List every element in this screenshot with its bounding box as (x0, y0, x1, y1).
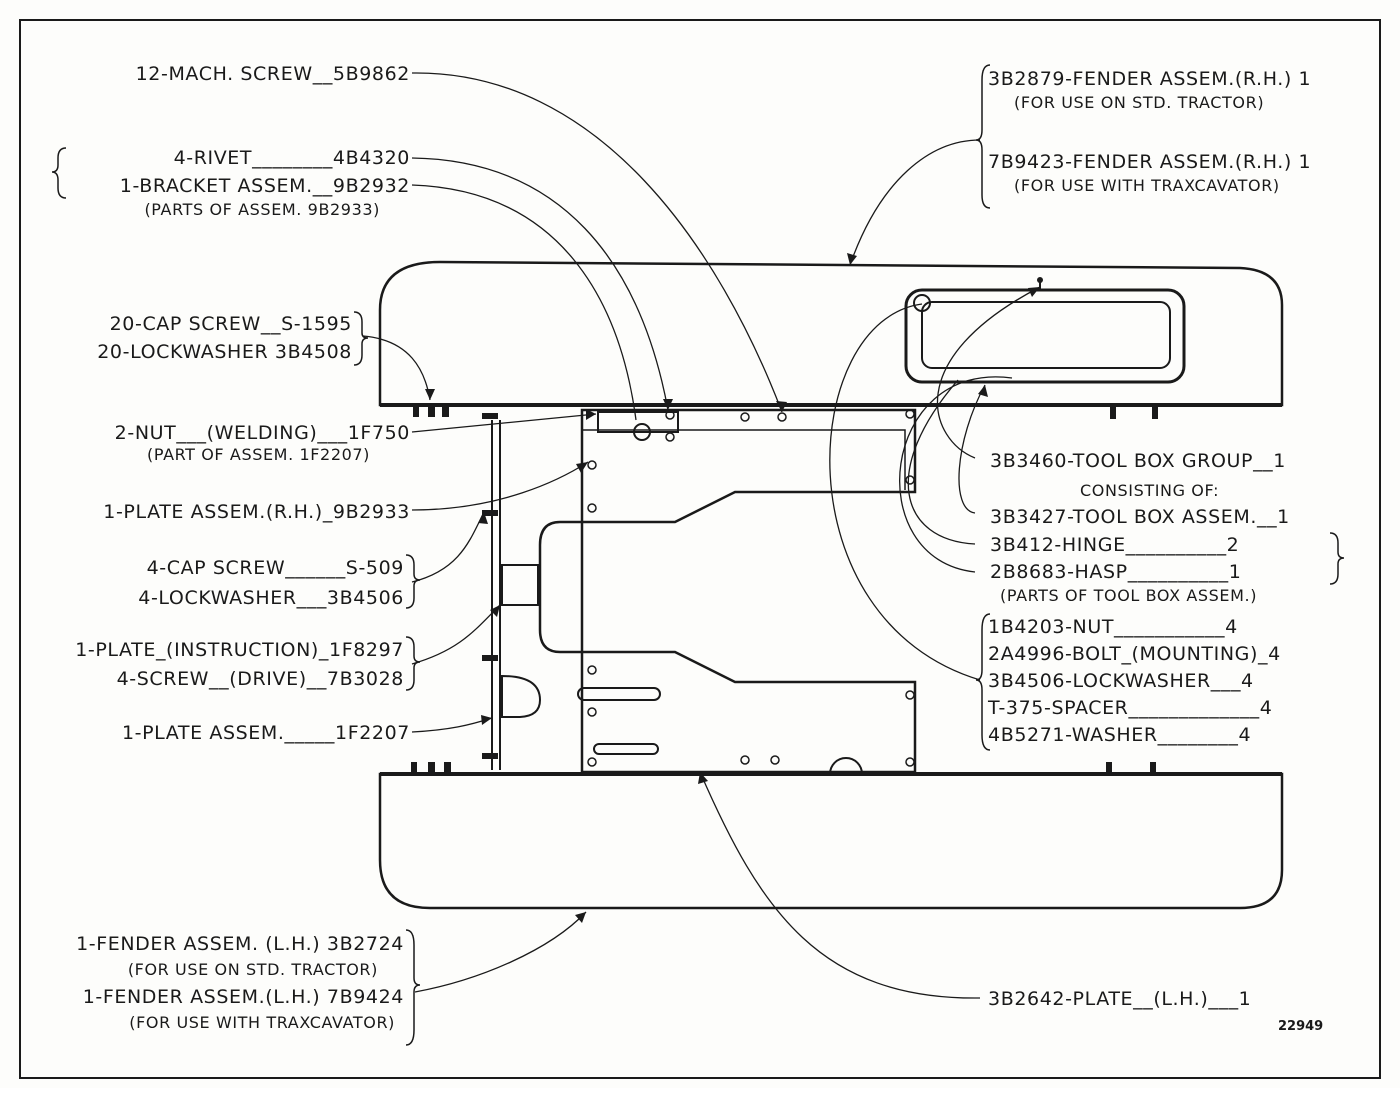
label-screw-drive: 4-SCREW__(DRIVE)__7B3028 (117, 668, 404, 690)
instruction-plate (501, 564, 539, 606)
arrowheads (425, 253, 1040, 923)
label-rivet: 4-RIVET________4B4320 (174, 147, 410, 169)
label-lockwasher-4b: 3B4506-LOCKWASHER___4 (988, 670, 1254, 692)
label-fender-rh-trax-note: (FOR USE WITH TRAXCAVATOR) (1014, 176, 1280, 195)
braces (51, 64, 1345, 1046)
label-tool-box-group: 3B3460-TOOL BOX GROUP__1 (990, 450, 1286, 472)
label-bolt-4: 2A4996-BOLT_(MOUNTING)_4 (988, 643, 1281, 665)
label-nut-welding: 2-NUT___(WELDING)___1F750 (115, 422, 410, 444)
label-nut-4: 1B4203-NUT___________4 (988, 616, 1238, 638)
label-consisting: CONSISTING OF: (1080, 481, 1219, 500)
plate-assembly (482, 408, 917, 775)
label-hasp: 2B8683-HASP__________1 (990, 561, 1241, 583)
label-plate-rh: 1-PLATE ASSEM.(R.H.)_9B2933 (103, 501, 410, 523)
label-plate-lh: 3B2642-PLATE__(L.H.)___1 (988, 988, 1251, 1010)
label-hinge: 3B412-HINGE__________2 (990, 534, 1239, 556)
label-fender-rh-trax: 7B9423-FENDER ASSEM.(R.H.) 1 (988, 151, 1311, 173)
label-lockwasher-20: 20-LOCKWASHER 3B4508 (97, 341, 352, 363)
label-spacer: T-375-SPACER_____________4 (987, 697, 1272, 719)
label-bracket-note: (PARTS OF ASSEM. 9B2933) (144, 200, 380, 219)
label-fender-lh-std-note: (FOR USE ON STD. TRACTOR) (128, 960, 378, 979)
label-washer: 4B5271-WASHER________4 (988, 724, 1251, 746)
fender-lh-bolts (411, 762, 1156, 774)
label-bracket: 1-BRACKET ASSEM.__9B2932 (120, 175, 410, 197)
figure-number: 22949 (1278, 1019, 1323, 1034)
label-fender-lh-std: 1-FENDER ASSEM. (L.H.) 3B2724 (76, 933, 404, 955)
page-border (19, 19, 1381, 1079)
label-lockwasher-4: 4-LOCKWASHER___3B4506 (138, 587, 404, 609)
fender-rh-bolts (413, 405, 1158, 419)
label-fender-rh-std: 3B2879-FENDER ASSEM.(R.H.) 1 (988, 68, 1311, 90)
leader-lines (362, 72, 1041, 999)
label-tool-box-assem: 3B3427-TOOL BOX ASSEM.__1 (990, 506, 1290, 528)
label-fender-rh-std-note: (FOR USE ON STD. TRACTOR) (1014, 93, 1264, 112)
label-plate-assem: 1-PLATE ASSEM._____1F2207 (122, 722, 410, 744)
fender-rh (378, 260, 1284, 407)
label-fender-lh-trax: 1-FENDER ASSEM.(L.H.) 7B9424 (83, 986, 404, 1008)
label-cap-screw-20: 20-CAP SCREW__S-1595 (110, 313, 352, 335)
label-plate-instruction: 1-PLATE_(INSTRUCTION)_1F8297 (75, 639, 404, 661)
label-hasp-note: (PARTS OF TOOL BOX ASSEM.) (1000, 586, 1257, 605)
label-nut-note: (PART OF ASSEM. 1F2207) (147, 445, 370, 464)
label-fender-lh-trax-note: (FOR USE WITH TRAXCAVATOR) (129, 1013, 395, 1032)
fender-lh (378, 772, 1284, 910)
label-mach-screw: 12-MACH. SCREW__5B9862 (136, 63, 410, 85)
tool-box (904, 277, 1186, 384)
label-cap-screw-4: 4-CAP SCREW______S-509 (147, 557, 404, 579)
